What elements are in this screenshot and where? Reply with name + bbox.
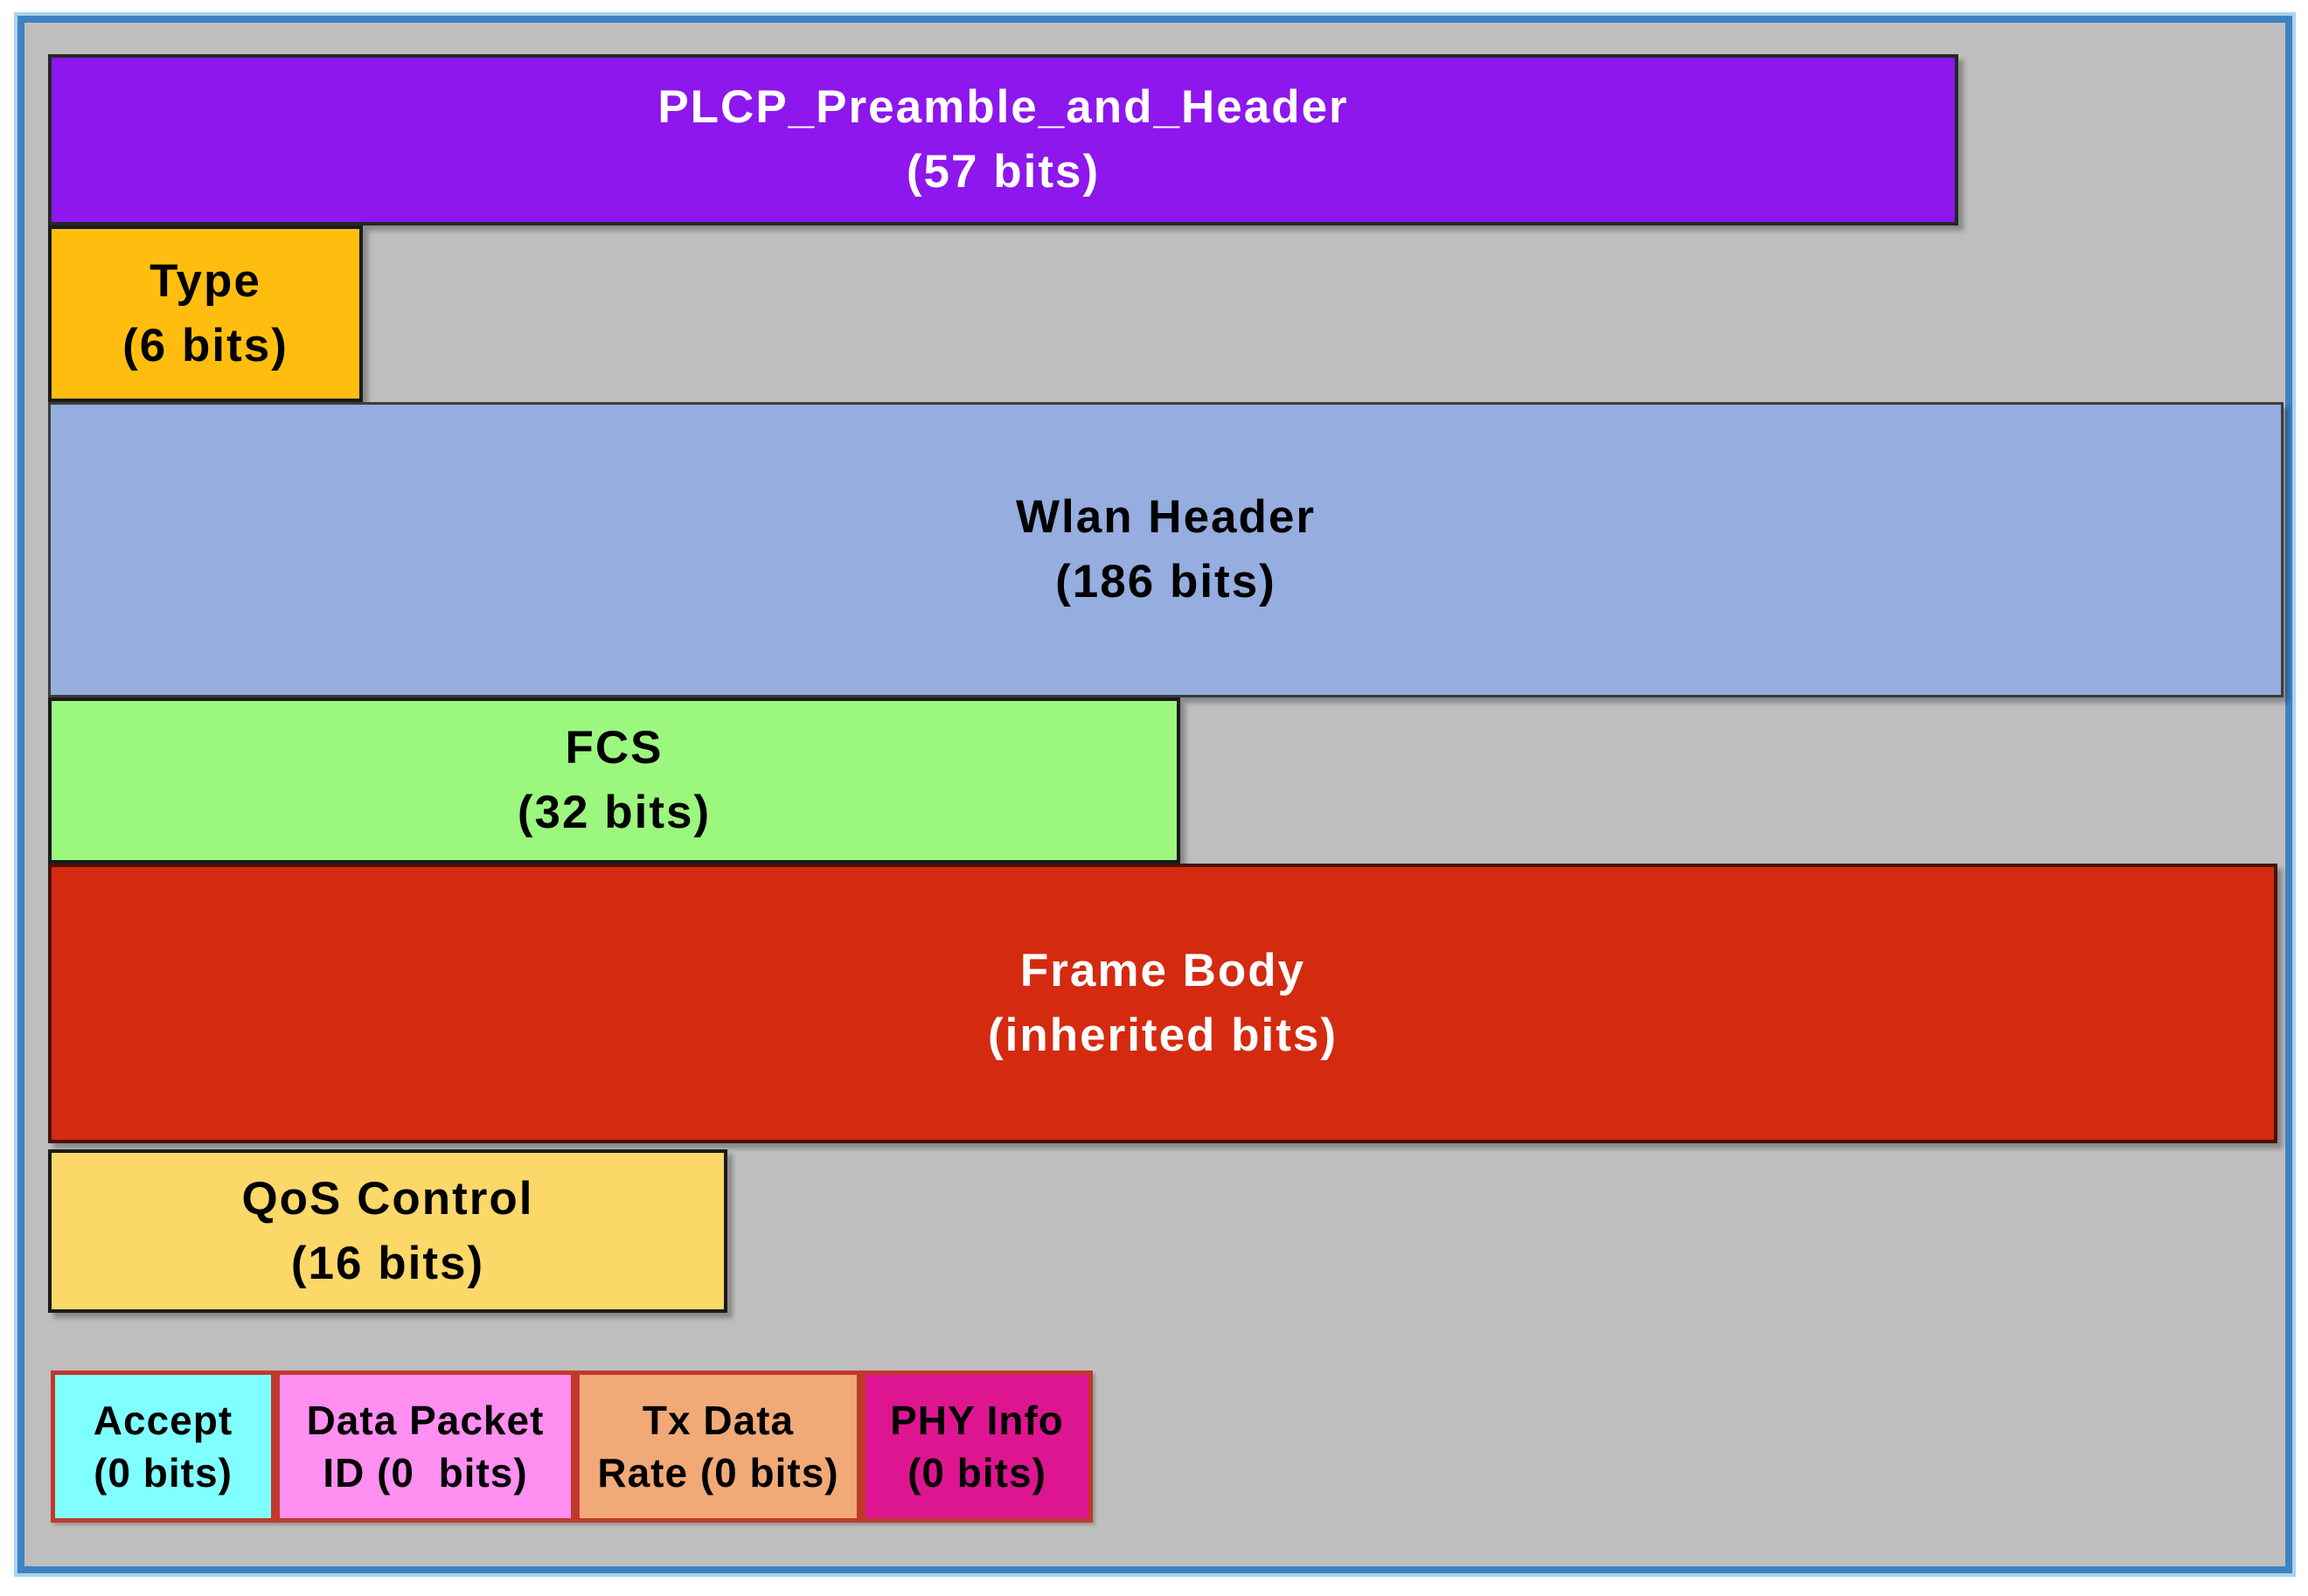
diagram-frame: PLCP_Preamble_and_Header (57 bits) Type …	[14, 12, 2296, 1577]
field-size-label: ID (0 bits)	[323, 1450, 528, 1495]
field-name-label: Accept	[93, 1398, 233, 1443]
field-name-label: Type	[149, 255, 261, 307]
field-name-label: PLCP_Preamble_and_Header	[657, 81, 1349, 133]
field-size-label: (6 bits)	[122, 320, 288, 371]
field-fcs: FCS (32 bits)	[48, 697, 1180, 864]
field-data-packet-id: Data Packet ID (0 bits)	[275, 1370, 575, 1523]
field-name-label: Tx Data	[642, 1398, 795, 1443]
field-phy-info: PHY Info (0 bits)	[861, 1370, 1093, 1523]
field-name-label: PHY Info	[890, 1398, 1064, 1443]
field-size-label: (57 bits)	[906, 146, 1101, 198]
field-wlan-header: Wlan Header (186 bits)	[48, 402, 2284, 697]
field-tx-data-rate: Tx Data Rate (0 bits)	[575, 1370, 861, 1523]
field-size-label: Rate (0 bits)	[597, 1450, 839, 1495]
field-size-label: (inherited bits)	[987, 1010, 1338, 1061]
field-size-label: (0 bits)	[907, 1450, 1046, 1495]
field-frame-body: Frame Body (inherited bits)	[48, 864, 2277, 1143]
field-type: Type (6 bits)	[48, 226, 363, 402]
field-name-label: Frame Body	[1019, 945, 1306, 996]
field-name-label: Data Packet	[306, 1398, 545, 1443]
field-plcp-preamble-and-header: PLCP_Preamble_and_Header (57 bits)	[48, 54, 1958, 226]
field-size-label: (0 bits)	[94, 1450, 233, 1495]
field-size-label: (186 bits)	[1055, 556, 1276, 607]
field-qos-control: QoS Control (16 bits)	[48, 1149, 727, 1313]
field-name-label: Wlan Header	[1015, 491, 1317, 543]
field-accept: Accept (0 bits)	[51, 1370, 275, 1523]
field-name-label: FCS	[565, 722, 664, 774]
field-size-label: (16 bits)	[290, 1237, 485, 1289]
field-size-label: (32 bits)	[517, 787, 712, 838]
field-name-label: QoS Control	[241, 1172, 534, 1225]
